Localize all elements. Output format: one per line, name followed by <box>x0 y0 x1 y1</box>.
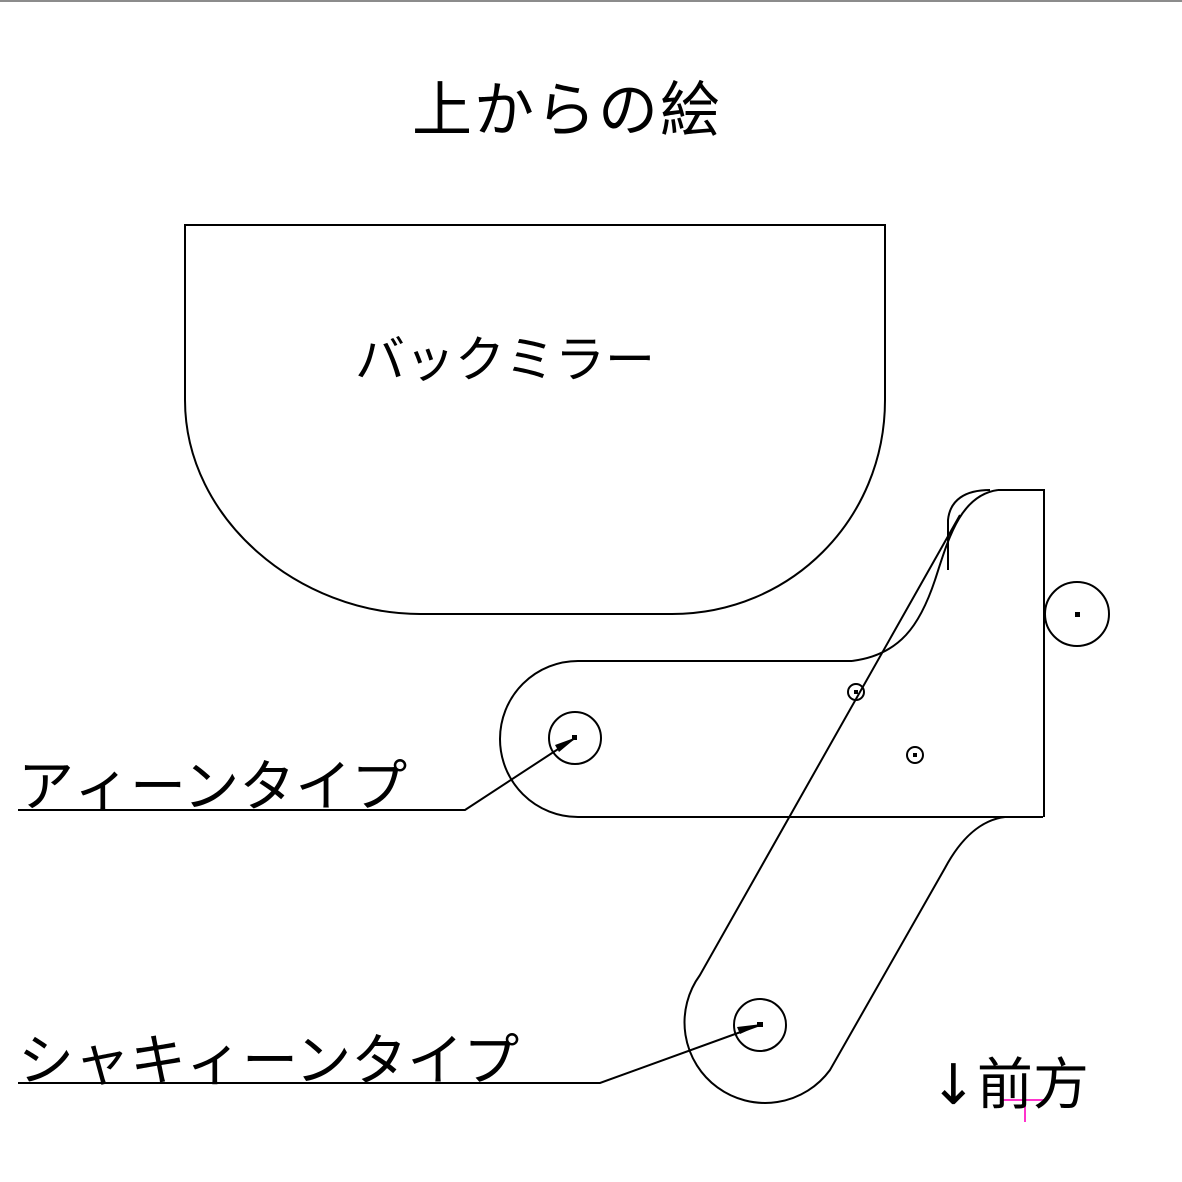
pin-2 <box>906 746 924 764</box>
mirror-outline <box>184 224 886 615</box>
pin-1-dot <box>854 690 858 694</box>
shakin-leader-line <box>18 1024 761 1084</box>
front-direction-label: ↓前方 <box>930 1053 1089 1118</box>
shakin-arm-ear <box>947 489 991 570</box>
page-title: 上からの絵 <box>412 76 722 146</box>
mount-plate-curve <box>851 489 999 662</box>
shakin-arm-outline <box>683 514 1006 1104</box>
crosshair-cursor-icon <box>1003 1078 1047 1122</box>
ein-pivot-circle <box>548 711 602 765</box>
ein-pivot-dot <box>572 735 577 740</box>
pin-2-dot <box>913 753 917 757</box>
ein-type-label: アィーンタイプ <box>18 755 408 820</box>
ein-leader-line <box>18 737 576 811</box>
knob-circle <box>1044 581 1110 647</box>
mirror-label: バックミラー <box>355 331 655 389</box>
mount-plate-outline <box>998 489 1045 817</box>
shakin-arrowhead <box>737 1024 762 1034</box>
knob-dot <box>1075 612 1080 617</box>
shakin-pivot-circle <box>733 998 787 1052</box>
shakin-type-label: シャキィーンタイプ <box>18 1029 520 1094</box>
ein-arm-outline <box>499 660 1043 818</box>
pin-1 <box>847 683 865 701</box>
ein-arrowhead <box>555 737 577 752</box>
top-border <box>0 0 1182 2</box>
